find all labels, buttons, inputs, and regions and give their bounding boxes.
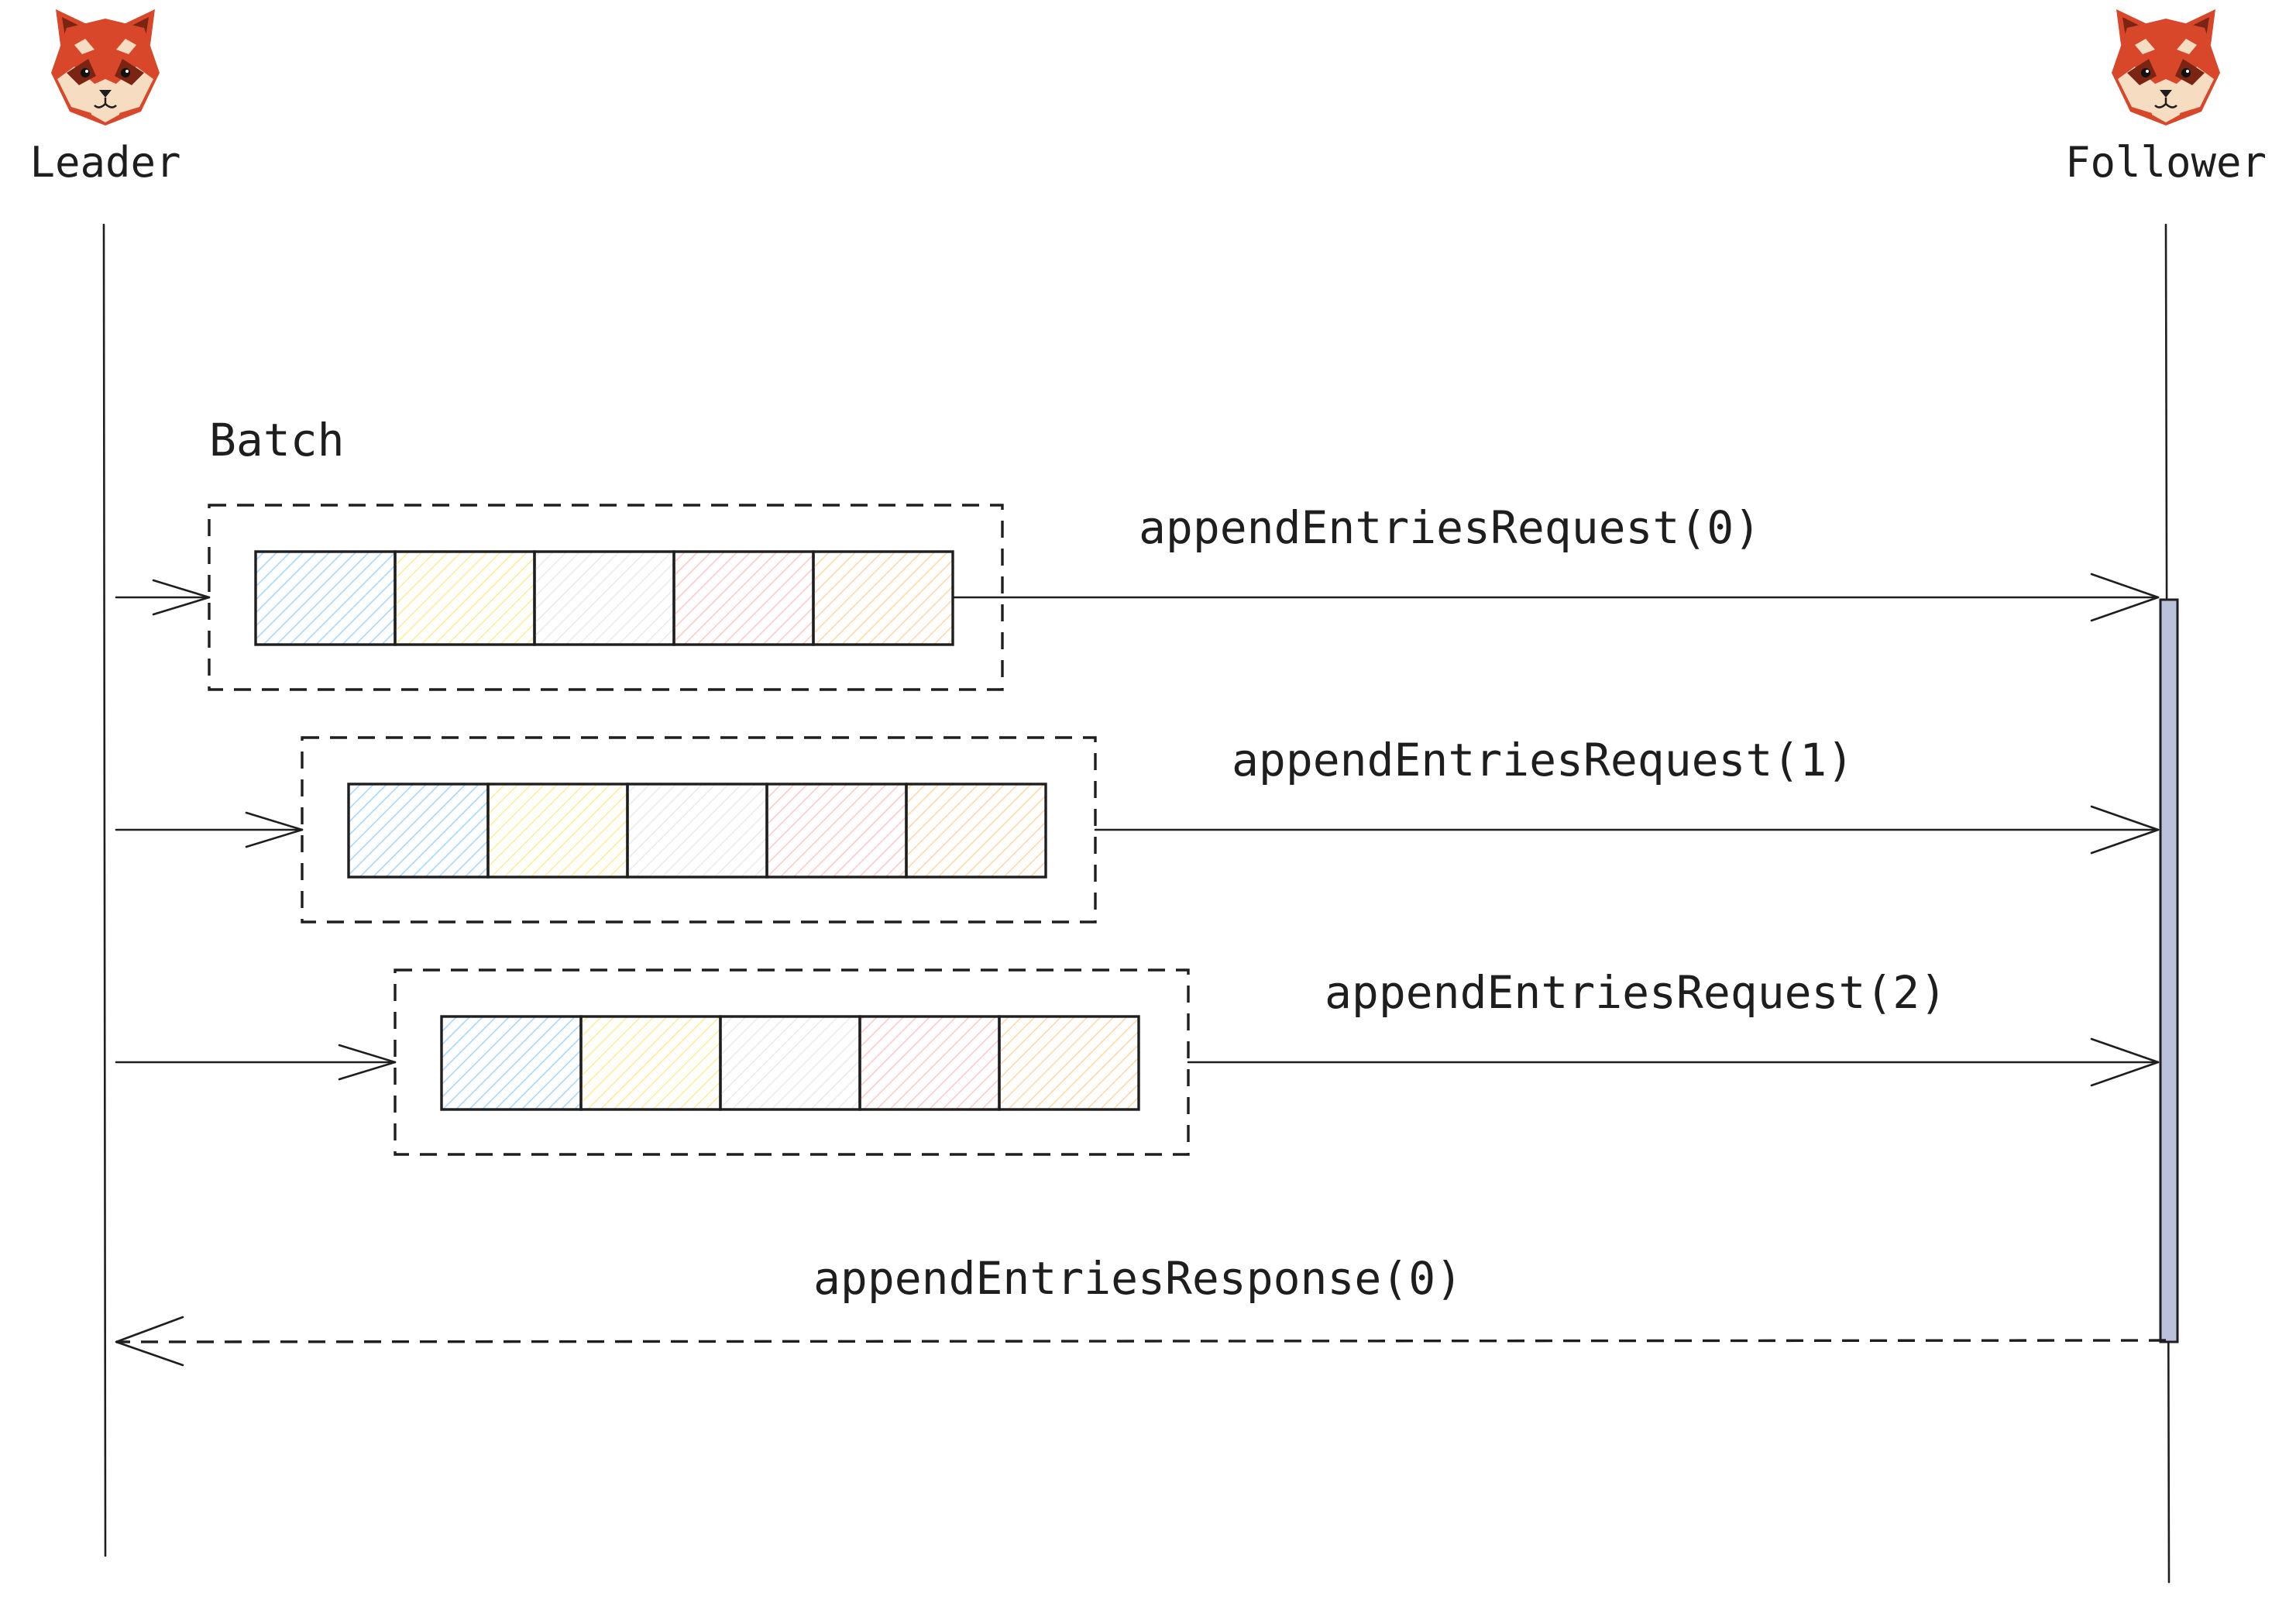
log-entry	[812, 550, 954, 646]
batch-group: appendEntriesRequest(0)	[115, 501, 2160, 691]
log-entry	[626, 783, 768, 879]
log-entry	[254, 550, 397, 646]
leader-lifeline	[102, 223, 107, 1557]
leader-actor: Leader	[29, 8, 181, 187]
response-label: appendEntriesResponse(0)	[813, 1252, 1462, 1305]
request-label: appendEntriesRequest(0)	[1139, 501, 1761, 554]
leader-label: Leader	[29, 138, 180, 187]
request-arrowhead	[2090, 1037, 2160, 1087]
request-label: appendEntriesRequest(1)	[1232, 734, 1854, 786]
batch-input-arrowhead	[245, 811, 304, 848]
batch-input-arrowhead	[152, 579, 211, 616]
follower-activation-bar	[2159, 598, 2179, 1343]
log-entry	[394, 550, 536, 646]
log-entry	[440, 1015, 583, 1111]
batch-group: appendEntriesRequest(2)	[115, 966, 2160, 1156]
log-entry	[858, 1015, 1001, 1111]
batch-input-arrowhead	[338, 1044, 397, 1081]
log-entry	[672, 550, 815, 646]
red-panda-icon	[2110, 8, 2222, 127]
request-arrowhead	[2090, 805, 2160, 855]
log-entry	[719, 1015, 861, 1111]
log-entry	[486, 783, 629, 879]
log-entry	[905, 783, 1047, 879]
response-arrow-line	[115, 1339, 2167, 1343]
batch-box	[208, 504, 1004, 691]
log-entry	[998, 1015, 1140, 1111]
follower-actor: Follower	[2065, 8, 2267, 187]
batch-box	[394, 968, 1190, 1156]
red-panda-icon	[50, 8, 161, 127]
response-arrowhead	[115, 1316, 184, 1367]
batch-box	[301, 736, 1097, 924]
response-message: appendEntriesResponse(0)	[115, 1252, 2167, 1367]
log-entry	[765, 783, 908, 879]
batch-label: Batch	[209, 414, 345, 466]
follower-label: Follower	[2065, 138, 2267, 187]
log-entry	[347, 783, 490, 879]
batch-group: appendEntriesRequest(1)	[115, 734, 2160, 924]
log-entry	[533, 550, 675, 646]
batches: appendEntriesRequest(0) appendEntriesRequ…	[115, 501, 2160, 1156]
request-label: appendEntriesRequest(2)	[1325, 966, 1947, 1019]
request-arrowhead	[2090, 573, 2160, 622]
log-entry	[579, 1015, 722, 1111]
